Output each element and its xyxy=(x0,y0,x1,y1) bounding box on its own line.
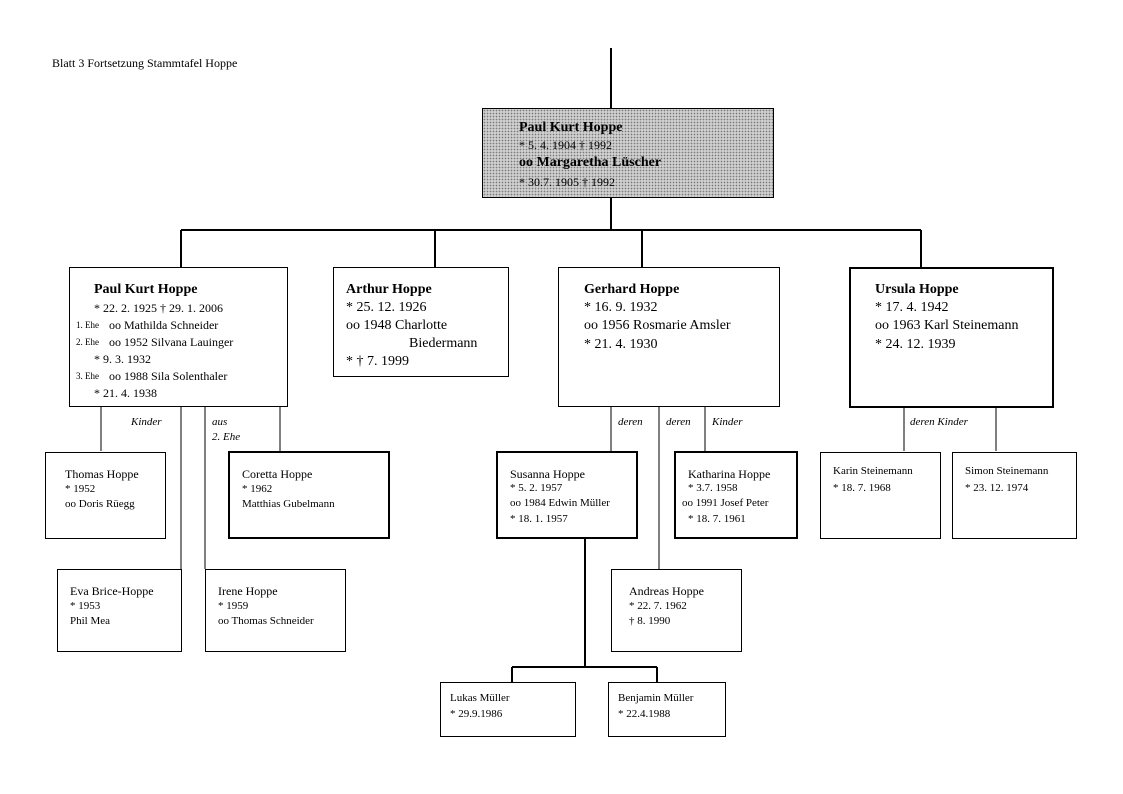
person-name: Eva Brice-Hoppe xyxy=(70,584,154,598)
label-deren: deren xyxy=(618,416,643,428)
person-name: Simon Steinemann xyxy=(965,465,1049,477)
person-name: Susanna Hoppe xyxy=(510,467,585,481)
person-box-katharina: Katharina Hoppe * 3.7. 1958 oo 1991 Jose… xyxy=(674,451,798,539)
person-birth: * 22.4.1988 xyxy=(618,708,671,720)
label-2-ehe: 2. Ehe xyxy=(212,431,241,443)
person-box-lukas: Lukas Müller * 29.9.1986 xyxy=(440,682,576,737)
person-birth: * 1953 xyxy=(70,600,101,612)
marriage-line: oo 1956 Rosmarie Amsler xyxy=(584,318,731,333)
person-box-irene: Irene Hoppe * 1959 oo Thomas Schneider xyxy=(205,569,346,652)
person-birth: * 22. 7. 1962 xyxy=(629,600,687,612)
marriage-line: oo 1984 Edwin Müller xyxy=(510,497,610,509)
person-name: Ursula Hoppe xyxy=(875,282,959,297)
marriage-line: oo 1948 Charlotte xyxy=(346,318,448,333)
root-person-box: Paul Kurt Hoppe * 5. 4. 1904 † 1992 oo M… xyxy=(482,108,774,198)
root-birth: * 5. 4. 1904 † 1992 xyxy=(519,138,612,152)
person-death: † 8. 1990 xyxy=(629,615,671,627)
person-birth: * 1959 xyxy=(218,600,249,612)
marriage-prefix: 3. Ehe xyxy=(76,371,99,381)
root-spouse: oo Margaretha Lüscher xyxy=(519,155,662,170)
person-box-benjamin: Benjamin Müller * 22.4.1988 xyxy=(608,682,726,737)
spouse-name: Biedermann xyxy=(409,336,478,351)
label-aus: aus xyxy=(212,416,228,428)
root-name: Paul Kurt Hoppe xyxy=(519,120,623,135)
person-birth: * 3.7. 1958 xyxy=(688,482,738,494)
marriage-line: oo Thomas Schneider xyxy=(218,615,314,627)
person-box-thomas: Thomas Hoppe * 1952 oo Doris Rüegg xyxy=(45,452,166,539)
label-deren: deren xyxy=(666,416,691,428)
spouse-name: Phil Mea xyxy=(70,615,111,627)
spouse-birth: * 21. 4. 1930 xyxy=(584,337,658,352)
person-name: Arthur Hoppe xyxy=(346,282,432,297)
person-box-ursula: Ursula Hoppe * 17. 4. 1942 oo 1963 Karl … xyxy=(849,267,1054,408)
person-birth: * 18. 7. 1968 xyxy=(833,482,891,494)
spouse-name: Matthias Gubelmann xyxy=(242,498,335,510)
marriage-line: oo 1991 Josef Peter xyxy=(682,497,769,509)
label-deren-kinder: deren Kinder xyxy=(910,416,968,428)
person-name: Irene Hoppe xyxy=(218,584,278,598)
person-name: Thomas Hoppe xyxy=(65,467,139,481)
person-box-andreas: Andreas Hoppe * 22. 7. 1962 † 8. 1990 xyxy=(611,569,742,652)
person-birth: * 22. 2. 1925 † 29. 1. 2006 xyxy=(94,301,223,315)
person-name: Lukas Müller xyxy=(450,692,510,704)
person-birth: * 16. 9. 1932 xyxy=(584,300,658,315)
spouse-birth: * 18. 7. 1961 xyxy=(688,513,746,525)
spouse-birth: * 21. 4. 1938 xyxy=(94,386,157,400)
person-birth: * 29.9.1986 xyxy=(450,708,503,720)
person-box-arthur: Arthur Hoppe * 25. 12. 1926 oo 1948 Char… xyxy=(333,267,509,377)
spouse-birth: * 9. 3. 1932 xyxy=(94,352,151,366)
person-name: Karin Steinemann xyxy=(833,465,913,477)
person-box-eva: Eva Brice-Hoppe * 1953 Phil Mea xyxy=(57,569,182,652)
marriage-prefix: 1. Ehe xyxy=(76,320,99,330)
root-spouse-dates: * 30.7. 1905 † 1992 xyxy=(519,175,615,189)
person-box-paul: Paul Kurt Hoppe * 22. 2. 1925 † 29. 1. 2… xyxy=(69,267,288,407)
spouse-birth: * 18. 1. 1957 xyxy=(510,513,568,525)
spouse-dates: * † 7. 1999 xyxy=(346,354,409,369)
person-birth: * 1952 xyxy=(65,483,96,495)
person-birth: * 17. 4. 1942 xyxy=(875,300,949,315)
person-birth: * 1962 xyxy=(242,483,273,495)
person-name: Benjamin Müller xyxy=(618,692,694,704)
person-birth: * 5. 2. 1957 xyxy=(510,482,563,494)
page-header: Blatt 3 Fortsetzung Stammtafel Hoppe xyxy=(52,56,238,70)
marriage-prefix: 2. Ehe xyxy=(76,337,99,347)
person-name: Andreas Hoppe xyxy=(629,584,704,598)
marriage-line: oo Doris Rüegg xyxy=(65,498,135,510)
person-name: Gerhard Hoppe xyxy=(584,282,680,297)
label-kinder: Kinder xyxy=(712,416,743,428)
person-birth: * 23. 12. 1974 xyxy=(965,482,1029,494)
marriage-line: oo 1988 Sila Solenthaler xyxy=(109,369,228,383)
marriage-line: oo 1963 Karl Steinemann xyxy=(875,318,1019,333)
marriage-line: oo 1952 Silvana Lauinger xyxy=(109,335,234,349)
person-box-coretta: Coretta Hoppe * 1962 Matthias Gubelmann xyxy=(228,451,390,539)
spouse-birth: * 24. 12. 1939 xyxy=(875,337,956,352)
person-name: Coretta Hoppe xyxy=(242,467,313,481)
label-kinder: Kinder xyxy=(131,416,162,428)
person-box-karin: Karin Steinemann * 18. 7. 1968 xyxy=(820,452,941,539)
person-name: Katharina Hoppe xyxy=(688,467,771,481)
person-box-susanna: Susanna Hoppe * 5. 2. 1957 oo 1984 Edwin… xyxy=(496,451,638,539)
marriage-line: oo Mathilda Schneider xyxy=(109,318,219,332)
person-box-simon: Simon Steinemann * 23. 12. 1974 xyxy=(952,452,1077,539)
person-birth: * 25. 12. 1926 xyxy=(346,300,427,315)
person-box-gerhard: Gerhard Hoppe * 16. 9. 1932 oo 1956 Rosm… xyxy=(558,267,780,407)
person-name: Paul Kurt Hoppe xyxy=(94,282,198,297)
